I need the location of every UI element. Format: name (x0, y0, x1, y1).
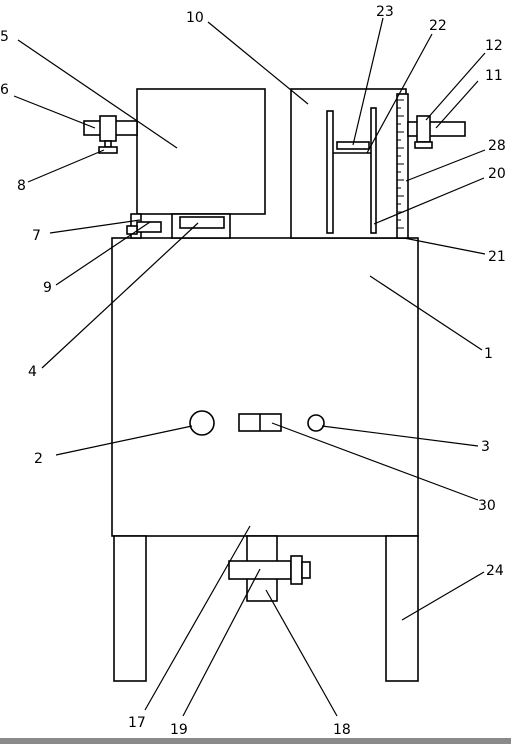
scale-ruler (396, 93, 409, 239)
label-21: 21 (488, 249, 506, 265)
label-8: 8 (17, 178, 26, 194)
inner-plate-right (370, 107, 377, 234)
fitting-nub (126, 225, 138, 235)
label-11: 11 (485, 68, 503, 84)
main-body (111, 237, 419, 537)
left-box (136, 88, 266, 215)
valve-knob (301, 561, 311, 579)
fitting-block (136, 221, 162, 233)
label-1: 1 (484, 346, 493, 362)
gauge-left (189, 410, 215, 436)
label-18: 18 (333, 722, 351, 738)
callout-labels: 5 6 8 7 9 4 10 23 22 12 11 28 20 21 1 2 … (0, 4, 506, 738)
right-clamp-body (416, 115, 431, 143)
right-leg (385, 535, 419, 682)
valve-nut (290, 555, 303, 585)
ruler-ticks (397, 99, 404, 229)
left-clamp-body (99, 115, 117, 142)
inner-slider (336, 141, 370, 150)
label-30: 30 (478, 498, 496, 514)
label-3: 3 (481, 439, 490, 455)
left-clamp-head (98, 146, 118, 154)
label-24: 24 (486, 563, 504, 579)
label-2: 2 (34, 451, 43, 467)
label-5: 5 (0, 29, 9, 45)
label-28: 28 (488, 138, 506, 154)
label-22: 22 (429, 18, 447, 34)
label-6: 6 (0, 82, 9, 98)
right-clamp-head (414, 141, 433, 149)
label-10: 10 (186, 10, 204, 26)
label-9: 9 (43, 280, 52, 296)
label-4: 4 (28, 364, 37, 380)
leader-lines (13, 17, 486, 717)
right-box (290, 88, 407, 239)
support-inner (179, 216, 225, 229)
inner-plate-left (326, 110, 334, 234)
left-clamp-screw (104, 140, 112, 148)
indicator-right (307, 414, 325, 432)
label-20: 20 (488, 166, 506, 182)
label-12: 12 (485, 38, 503, 54)
label-19: 19 (170, 722, 188, 738)
label-7: 7 (32, 228, 41, 244)
label-17: 17 (128, 715, 146, 731)
bottom-frame-bar (0, 738, 511, 744)
label-23: 23 (376, 4, 394, 20)
left-leg (113, 535, 147, 682)
